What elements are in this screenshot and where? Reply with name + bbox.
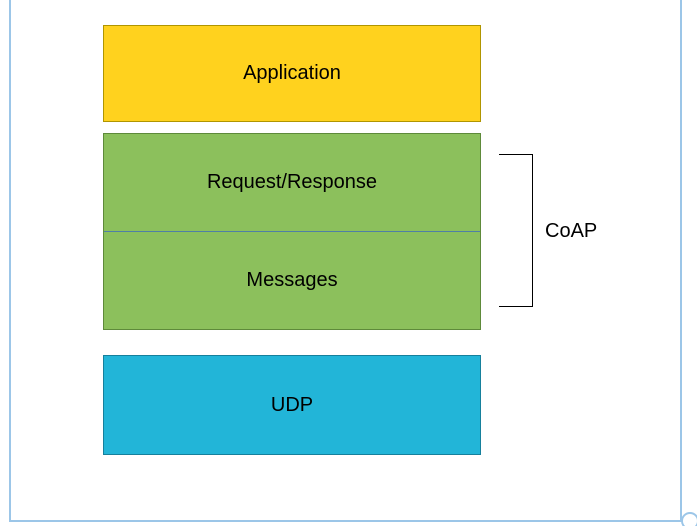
page-border	[9, 0, 682, 522]
page-corner-decoration	[681, 512, 697, 526]
request-response-layer-label: Request/Response	[206, 170, 378, 193]
coap-layers-group-box: Request/Response Messages	[103, 133, 481, 330]
application-layer-box: Application	[103, 25, 481, 122]
application-layer-label: Application	[243, 62, 341, 84]
request-response-layer-box: Request/Response	[104, 134, 480, 232]
coap-bracket	[499, 154, 533, 307]
coap-bracket-label: CoAP	[545, 220, 598, 242]
udp-layer-box: UDP	[103, 355, 481, 455]
messages-layer-label: Messages	[246, 268, 338, 291]
udp-layer-label: UDP	[270, 393, 314, 416]
messages-layer-box: Messages	[104, 231, 480, 329]
